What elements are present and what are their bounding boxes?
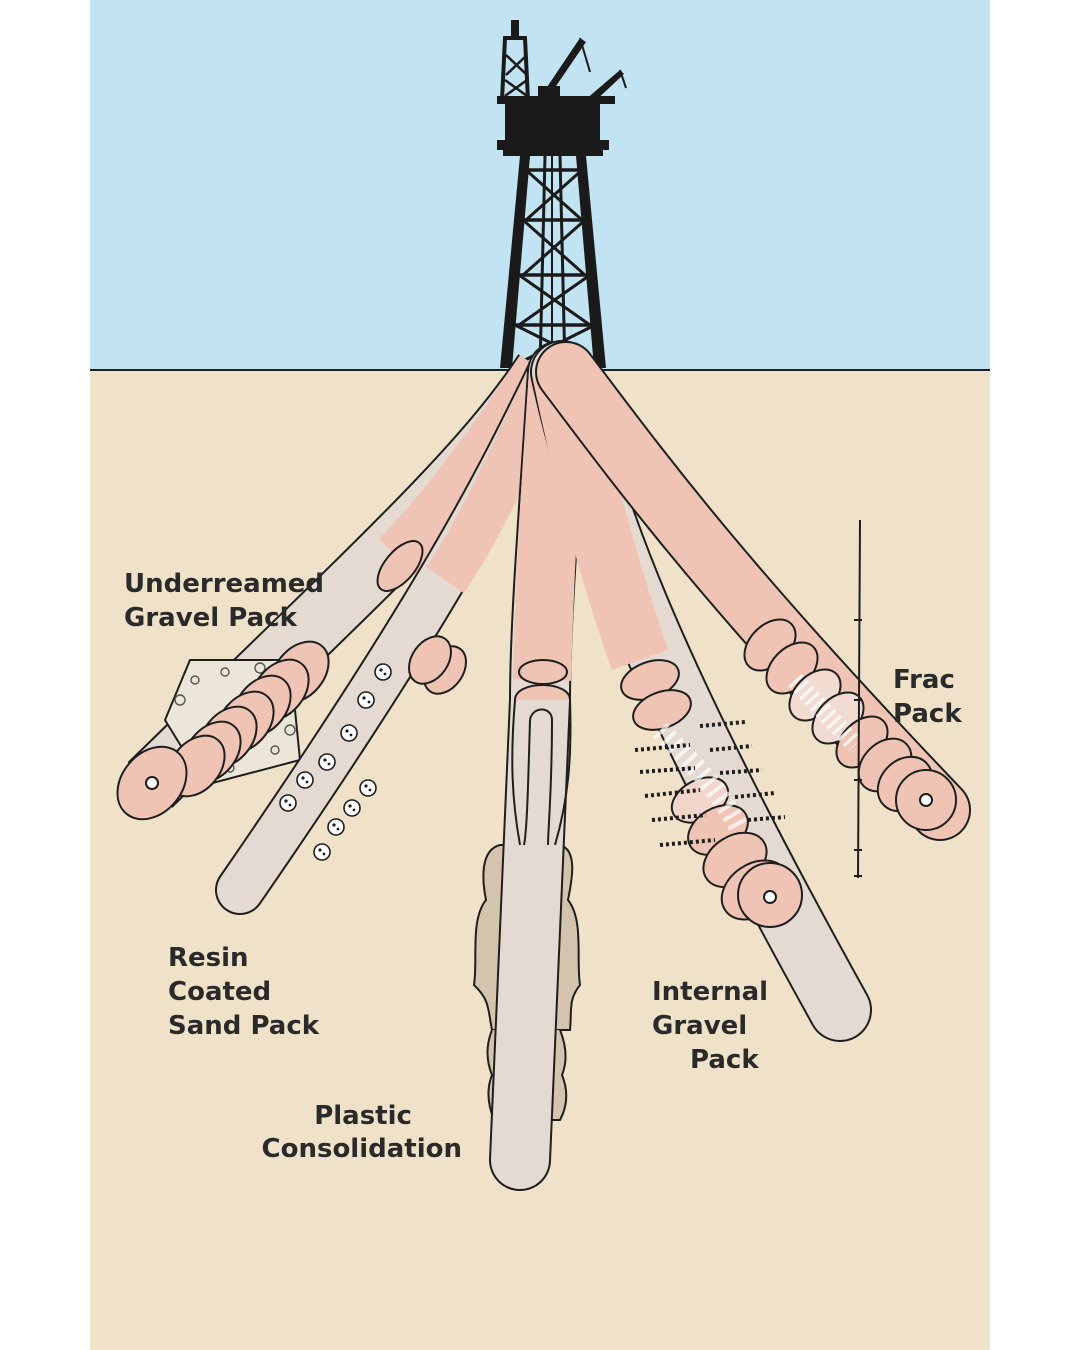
pipe-frac-pack	[535, 341, 971, 879]
label-internal-gravel-pack: Internal Gravel Pack	[652, 977, 777, 1075]
fracture-line	[854, 519, 862, 879]
label-underreamed-gravel-pack: Underreamed Gravel Pack	[124, 569, 333, 633]
label-plastic-consolidation: Plastic Consolidation	[262, 1101, 462, 1164]
offshore-platform-icon	[497, 20, 627, 369]
label-frac-pack: Frac Pack	[893, 665, 964, 729]
label-resin-coated-sand-pack: Resin Coated Sand Pack	[168, 943, 320, 1041]
perforation-rods	[634, 720, 786, 847]
sand-grain-icon	[279, 663, 392, 861]
